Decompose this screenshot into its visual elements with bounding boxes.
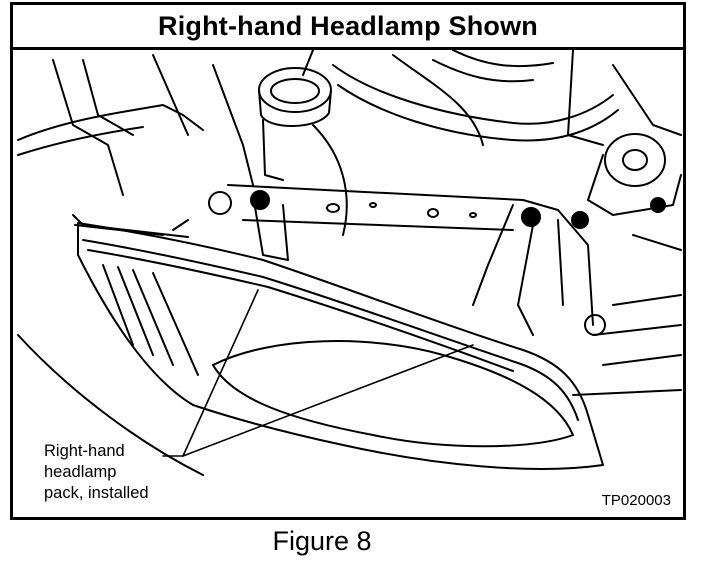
callout-leader-lines [162,289,474,457]
figure-caption: Figure 8 [272,526,372,556]
mounting-bolts [208,190,606,336]
title-bar: Right-hand Headlamp Shown [13,5,683,50]
front-fascia [572,234,682,396]
headlamp-illustration [17,50,682,476]
callout-line-2: headlamp [44,463,117,481]
fender-panel [17,59,204,476]
headlamp-callout: Right-hand headlamp pack, installed [44,441,149,504]
reservoir-cap [258,67,348,236]
figure-frame: Right-hand Headlamp Shown [10,2,686,520]
radiator-support-bracket [227,184,594,336]
figure-code: TP020003 [601,492,671,509]
headlamp-assembly [72,214,604,470]
figure-title: Right-hand Headlamp Shown [158,10,538,41]
callout-line-3: pack, installed [44,484,149,502]
callout-line-1: Right-hand [44,442,125,460]
strut-mount [587,133,682,216]
engine-hoses [152,50,682,186]
